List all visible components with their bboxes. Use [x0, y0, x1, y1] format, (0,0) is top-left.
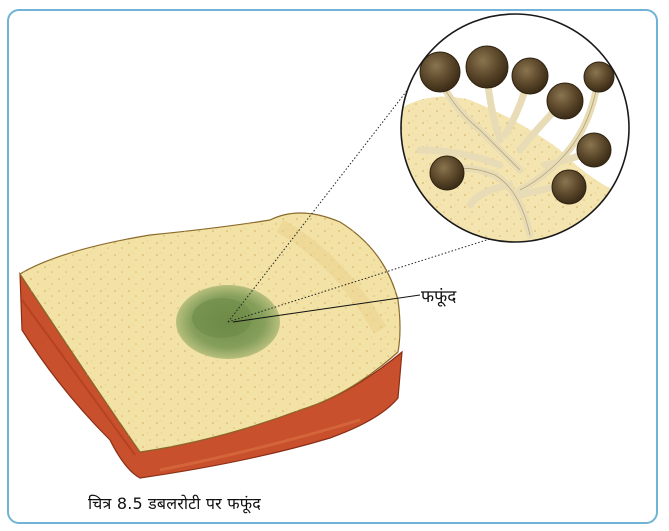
- mold-label: फफूंद: [421, 284, 456, 307]
- magnified-view: [398, 10, 640, 250]
- figure-caption: चित्र 8.5 डबलरोटी पर फफूंद: [88, 492, 261, 514]
